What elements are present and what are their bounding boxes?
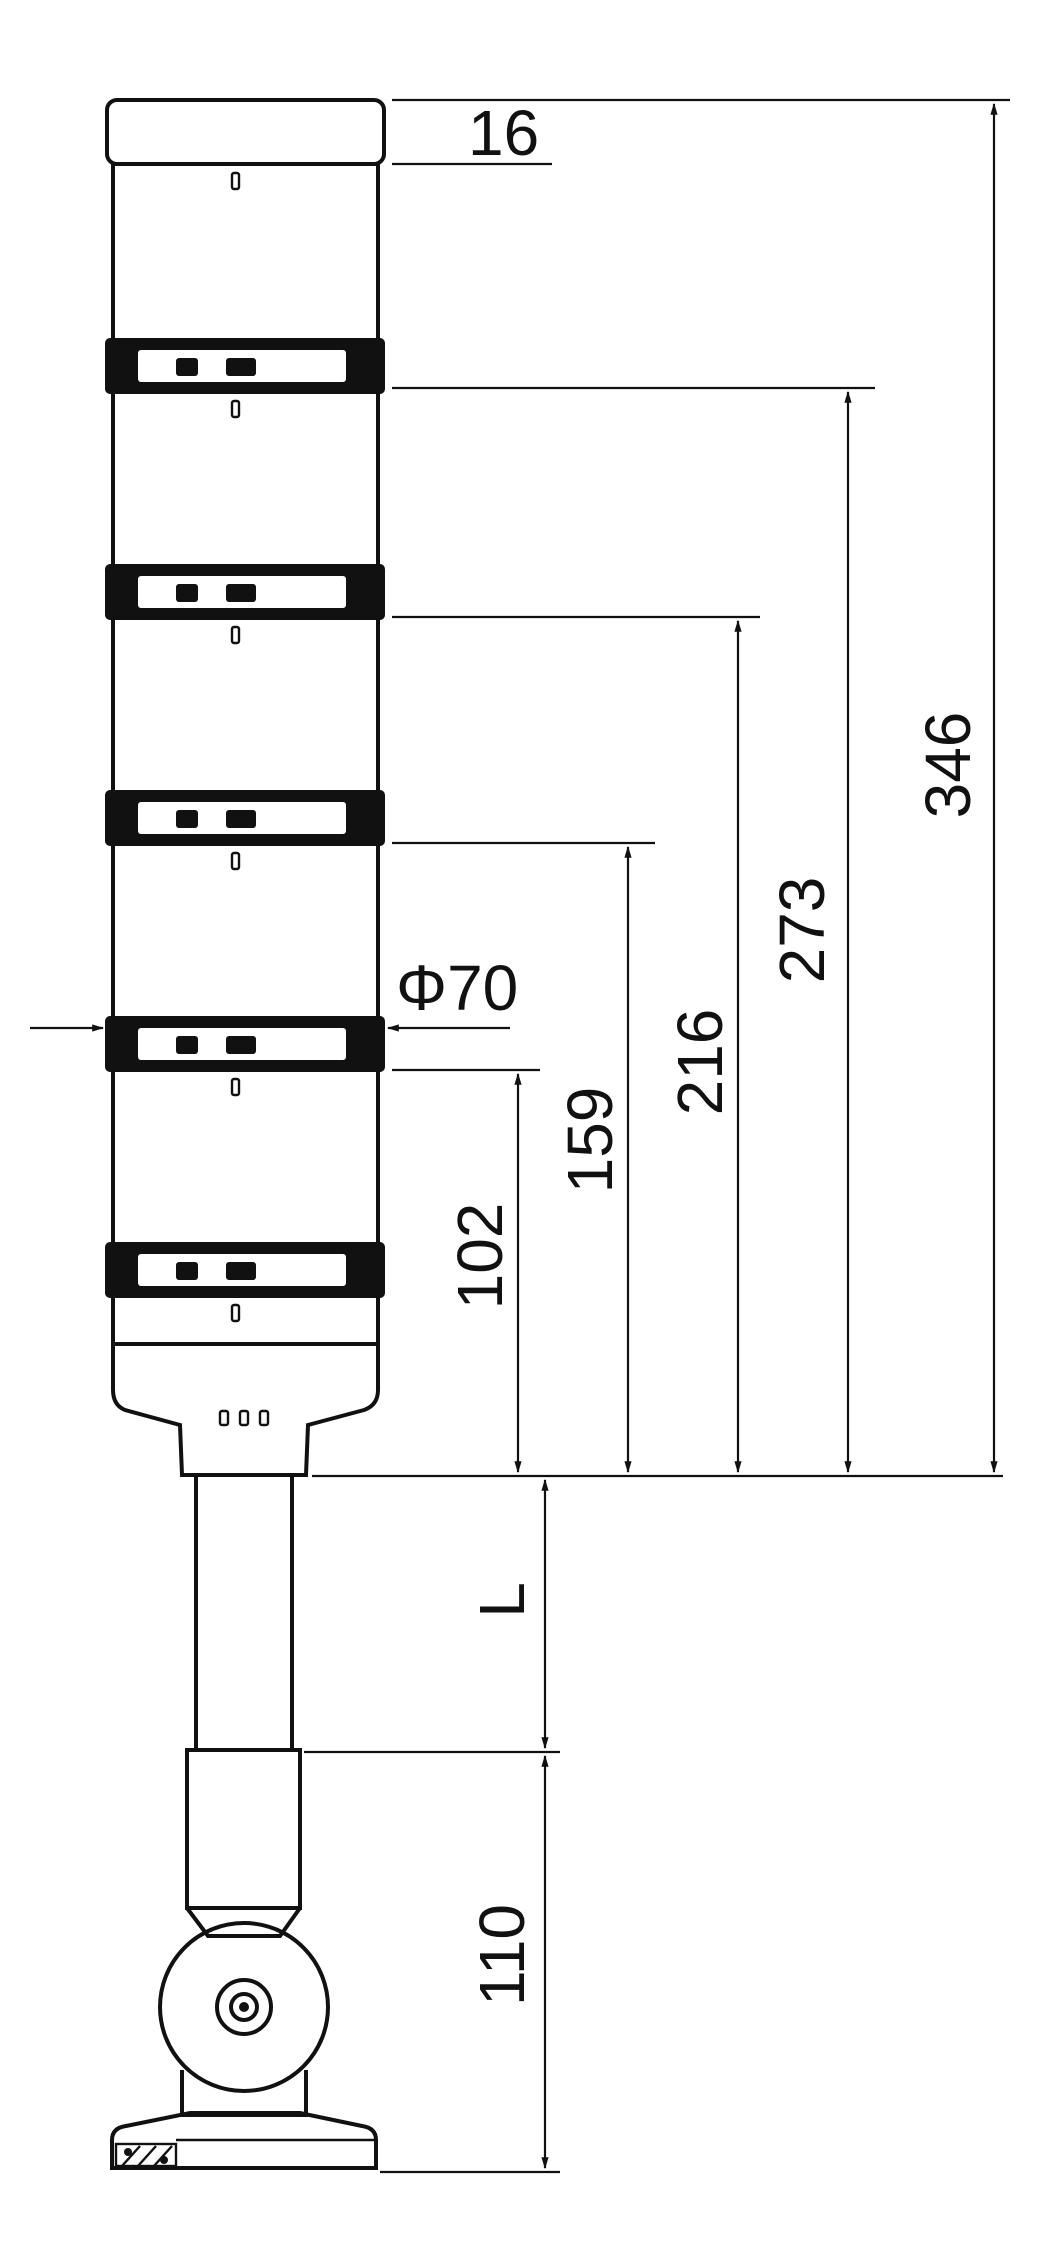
base-housing bbox=[111, 1306, 380, 1477]
label-top-cap: 16 bbox=[468, 97, 539, 169]
extension-lines bbox=[304, 98, 1010, 2174]
pivot-joint bbox=[158, 1921, 330, 2093]
label-pole: L bbox=[466, 1582, 538, 1618]
bracket-sleeve bbox=[185, 1748, 302, 1910]
label-tier-2: 159 bbox=[554, 1087, 626, 1194]
pivot-bolt bbox=[215, 1978, 273, 2036]
coupling-band-3 bbox=[105, 790, 385, 846]
coupling-band-4 bbox=[105, 1016, 385, 1072]
label-tier-4: 273 bbox=[766, 877, 838, 984]
dimension-labels: 16 Φ70 346 273 216 159 102 L 110 bbox=[396, 97, 984, 2006]
tier-markers bbox=[230, 171, 241, 1323]
coupling-band-5 bbox=[105, 1242, 385, 1298]
signal-tower bbox=[105, 98, 386, 2170]
bracket-neck bbox=[185, 1906, 302, 1938]
coupling-band-1 bbox=[105, 338, 385, 394]
label-diameter: Φ70 bbox=[396, 952, 518, 1024]
mount-foot bbox=[110, 2111, 378, 2170]
pole bbox=[194, 1475, 294, 1750]
label-tier-1: 102 bbox=[444, 1203, 516, 1310]
top-cap bbox=[105, 98, 386, 166]
coupling-bands bbox=[105, 338, 385, 1298]
coupling-band-2 bbox=[105, 564, 385, 620]
label-overall: 346 bbox=[912, 712, 984, 819]
dimension-lines bbox=[30, 98, 1010, 2174]
label-tier-3: 216 bbox=[664, 1009, 736, 1116]
label-base: 110 bbox=[466, 1904, 538, 2006]
mount-hatch bbox=[114, 2142, 178, 2168]
base-led-dots bbox=[218, 1409, 270, 1427]
